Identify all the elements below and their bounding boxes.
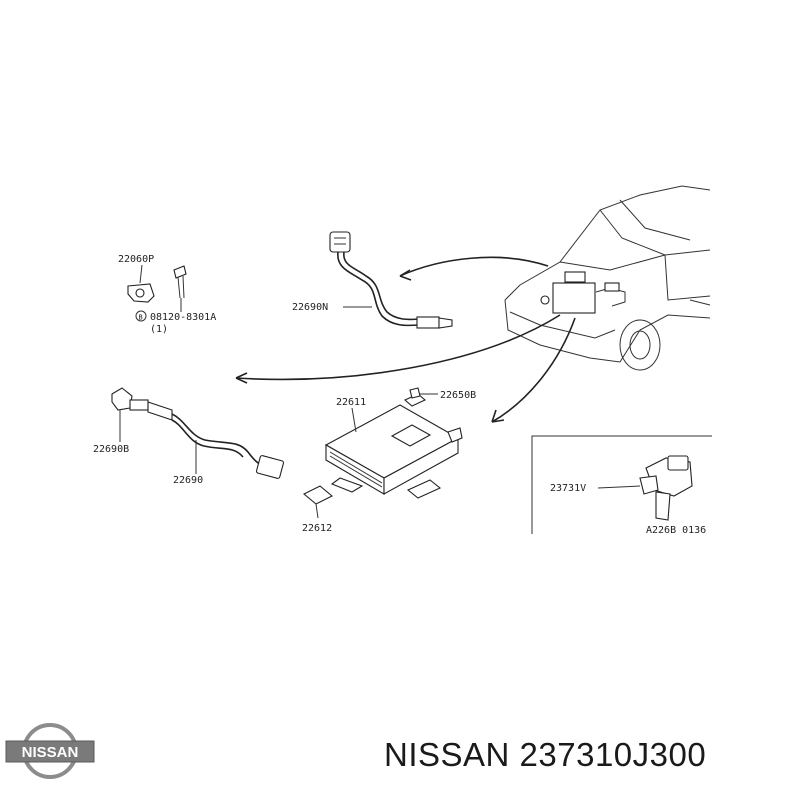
part-22060p-group: 22060P B 08120-8301A (1): [118, 254, 216, 335]
label-bolt-qty: (1): [150, 324, 168, 335]
part-22611-bracket-left: [330, 477, 364, 493]
bolt-circle-letter: B: [139, 314, 143, 322]
part-22611-bracket-bottom: [406, 479, 442, 499]
part-22690n-body: [416, 316, 440, 329]
leader-22611: [351, 407, 357, 433]
inset-border: [531, 435, 712, 534]
part-22690n-tip: [438, 317, 453, 329]
arrowhead-22690: [235, 372, 248, 384]
car-grille-line: [509, 311, 616, 339]
part-22690-group: 22690B 22690: [93, 387, 285, 486]
logo-bar: [5, 740, 95, 763]
leader-arrows: [235, 256, 576, 423]
part-22611-label-plate: [390, 424, 432, 447]
part-bolt-head: [173, 265, 187, 279]
part-22690n-connector-pins: [334, 237, 346, 245]
car-side-line: [689, 299, 711, 306]
part-22611-ribs: [329, 451, 383, 488]
label-bolt: 08120-8301A: [150, 312, 216, 323]
label-22611: 22611: [336, 397, 366, 408]
part-22690n-group: 22690N: [292, 231, 453, 329]
part-22611-bracket-right: [447, 427, 463, 443]
nissan-logo: NISSAN: [5, 723, 95, 779]
label-23731v: 23731V: [550, 483, 586, 494]
label-22612: 22612: [302, 523, 332, 534]
label-22650b: 22650B: [440, 390, 476, 401]
part-22690-probe: [147, 401, 173, 421]
part-22690b-nut: [111, 387, 133, 411]
part-23731v-flange: [639, 475, 659, 495]
car-door-line: [664, 254, 711, 301]
leader-22612: [315, 503, 319, 519]
leader-22060p: [139, 264, 143, 284]
part-22611-side-right: [383, 437, 459, 495]
part-23731v-connector: [667, 455, 689, 471]
part-22690-connector: [255, 455, 285, 479]
part-23731v-probe: [655, 491, 671, 521]
part-22690-cable: [171, 413, 265, 467]
arrow-to-22690n: [399, 256, 549, 277]
car-bumper-line: [504, 299, 621, 363]
logo-text: NISSAN: [22, 744, 79, 761]
parts-diagram: 22060P B 08120-8301A (1) 22690N: [93, 185, 712, 536]
part-22690n-cable-inner: [343, 251, 419, 321]
leader-23731v: [597, 485, 641, 489]
car-hood-line: [559, 254, 666, 271]
part-22612-group: 22612: [302, 485, 333, 534]
car-wheel-hub: [629, 330, 651, 360]
engine-bay-ecm-box: [552, 282, 596, 314]
part-22690n-cable: [337, 251, 419, 327]
part-22690b-housing: [129, 399, 149, 411]
part-22650b-screw: [409, 387, 421, 399]
part-22690-cable-inner: [171, 419, 244, 458]
label-22690n: 22690N: [292, 302, 328, 313]
bolt-circle-marker: [135, 310, 147, 322]
inset-23731v: 23731V A226B 0136: [531, 435, 712, 536]
part-number-title: NISSAN 237310J300: [384, 736, 707, 773]
part-22611-group: 22611 22650B: [324, 387, 476, 499]
arrowhead-22611: [491, 409, 505, 423]
arrow-to-22690: [235, 314, 561, 381]
engine-bay-point: [540, 295, 550, 305]
part-22690n-connector: [329, 231, 351, 253]
label-ref-code: A226B 0136: [646, 525, 706, 536]
part-22060p-hole: [135, 288, 145, 298]
engine-bay-cap: [564, 271, 586, 283]
part-22612-clip: [303, 485, 333, 505]
part-bolt-shank: [177, 275, 185, 299]
engine-bay-sensor: [604, 282, 620, 292]
car-windshield-line: [599, 209, 711, 256]
arrow-to-22611: [491, 317, 576, 423]
arrowhead-22690n: [399, 269, 412, 281]
label-22690b: 22690B: [93, 444, 129, 455]
car-illustration: [504, 185, 711, 371]
label-22690: 22690: [173, 475, 203, 486]
label-22060p: 22060P: [118, 254, 154, 265]
car-windshield-inner: [619, 199, 691, 241]
car-front-wheel: [619, 319, 661, 371]
